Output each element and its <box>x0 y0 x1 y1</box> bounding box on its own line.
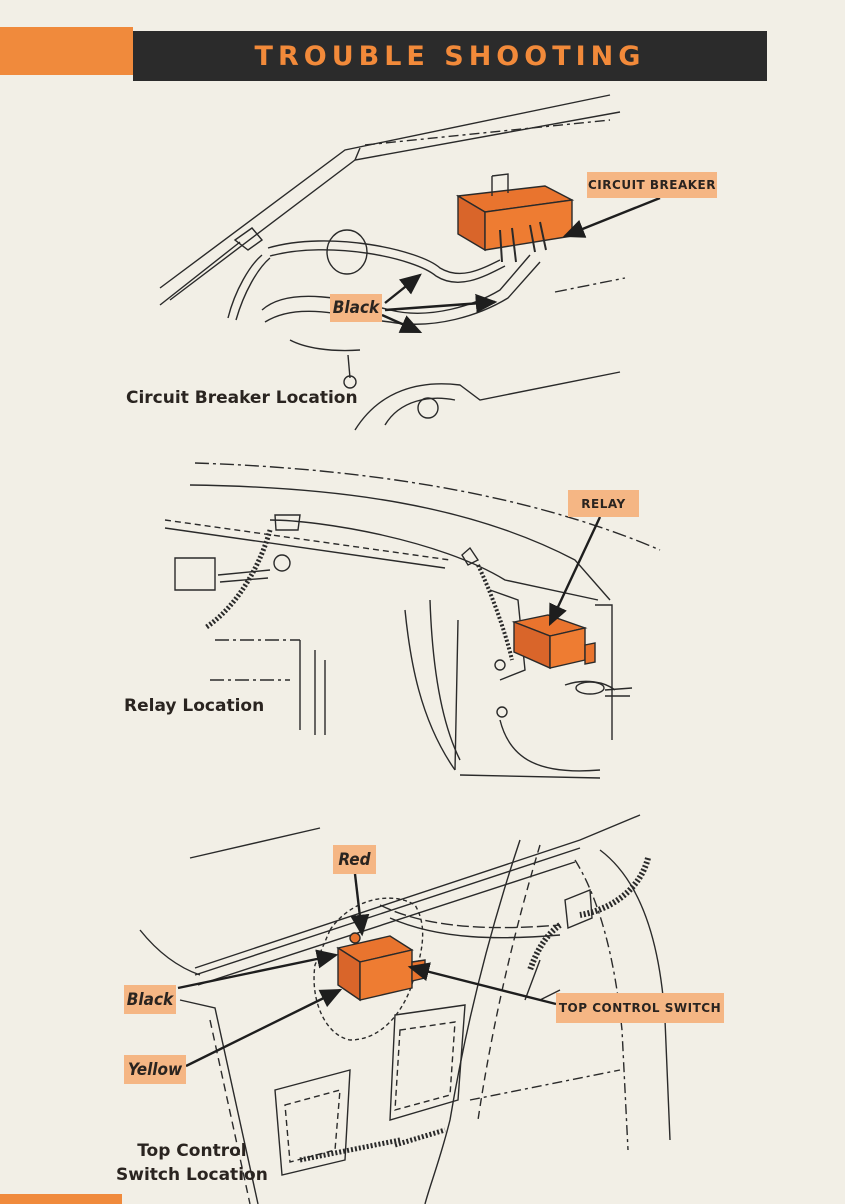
page-title: TROUBLE SHOOTING <box>254 40 646 72</box>
header-bar: TROUBLE SHOOTING <box>133 31 767 81</box>
red-wire-label: Red <box>333 845 376 874</box>
black-wire-label: Black <box>330 294 382 322</box>
yellow-wire-label: Yellow <box>124 1055 186 1084</box>
caption-line-1: Top Control <box>137 1141 247 1161</box>
circuit-breaker-caption: Circuit Breaker Location <box>126 388 358 408</box>
relay-caption: Relay Location <box>124 696 265 716</box>
relay-label: RELAY <box>568 490 639 517</box>
top-control-switch-caption: Top Control Switch Location <box>116 1139 268 1187</box>
header-accent-block <box>0 27 133 75</box>
caption-line-2: Switch Location <box>116 1165 268 1185</box>
leader-arrows <box>177 196 661 1068</box>
circuit-breaker-label: CIRCUIT BREAKER <box>587 172 717 198</box>
footer-accent-strip <box>0 1194 122 1204</box>
top-control-switch-label: TOP CONTROL SWITCH <box>556 993 724 1023</box>
circuit-breaker-illustration <box>159 94 626 431</box>
black-wire-label-switch: Black <box>124 985 176 1014</box>
